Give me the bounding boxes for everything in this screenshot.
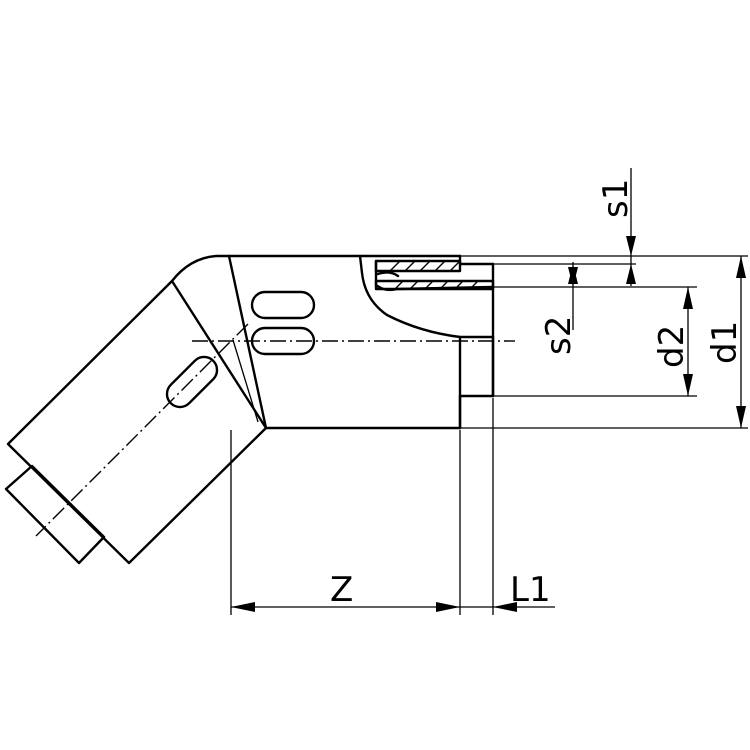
- label-d1: d1: [705, 321, 745, 364]
- extension-lines: [460, 255, 748, 429]
- outer-bend: [170, 254, 231, 283]
- angled-slot: [165, 355, 219, 409]
- label-d2: d2: [652, 325, 692, 368]
- dimension-d1: d1: [705, 256, 746, 428]
- dimension-l1: L1: [460, 398, 555, 615]
- label-s2: s2: [539, 316, 579, 355]
- slot-upper: [250, 290, 316, 320]
- dimension-s1: s1: [596, 168, 636, 286]
- label-l1: L1: [510, 570, 551, 610]
- dimension-s2: s2: [539, 262, 579, 355]
- angled-branch: [4, 254, 268, 565]
- centerline-angled: [35, 323, 249, 537]
- spigot-end: [4, 464, 106, 565]
- label-z: Z: [330, 570, 353, 610]
- dimension-z: Z: [230, 430, 461, 615]
- label-s1: s1: [596, 179, 636, 218]
- angled-body: [6, 279, 268, 565]
- dimension-d2: d2: [652, 287, 693, 396]
- straight-body: [227, 254, 495, 430]
